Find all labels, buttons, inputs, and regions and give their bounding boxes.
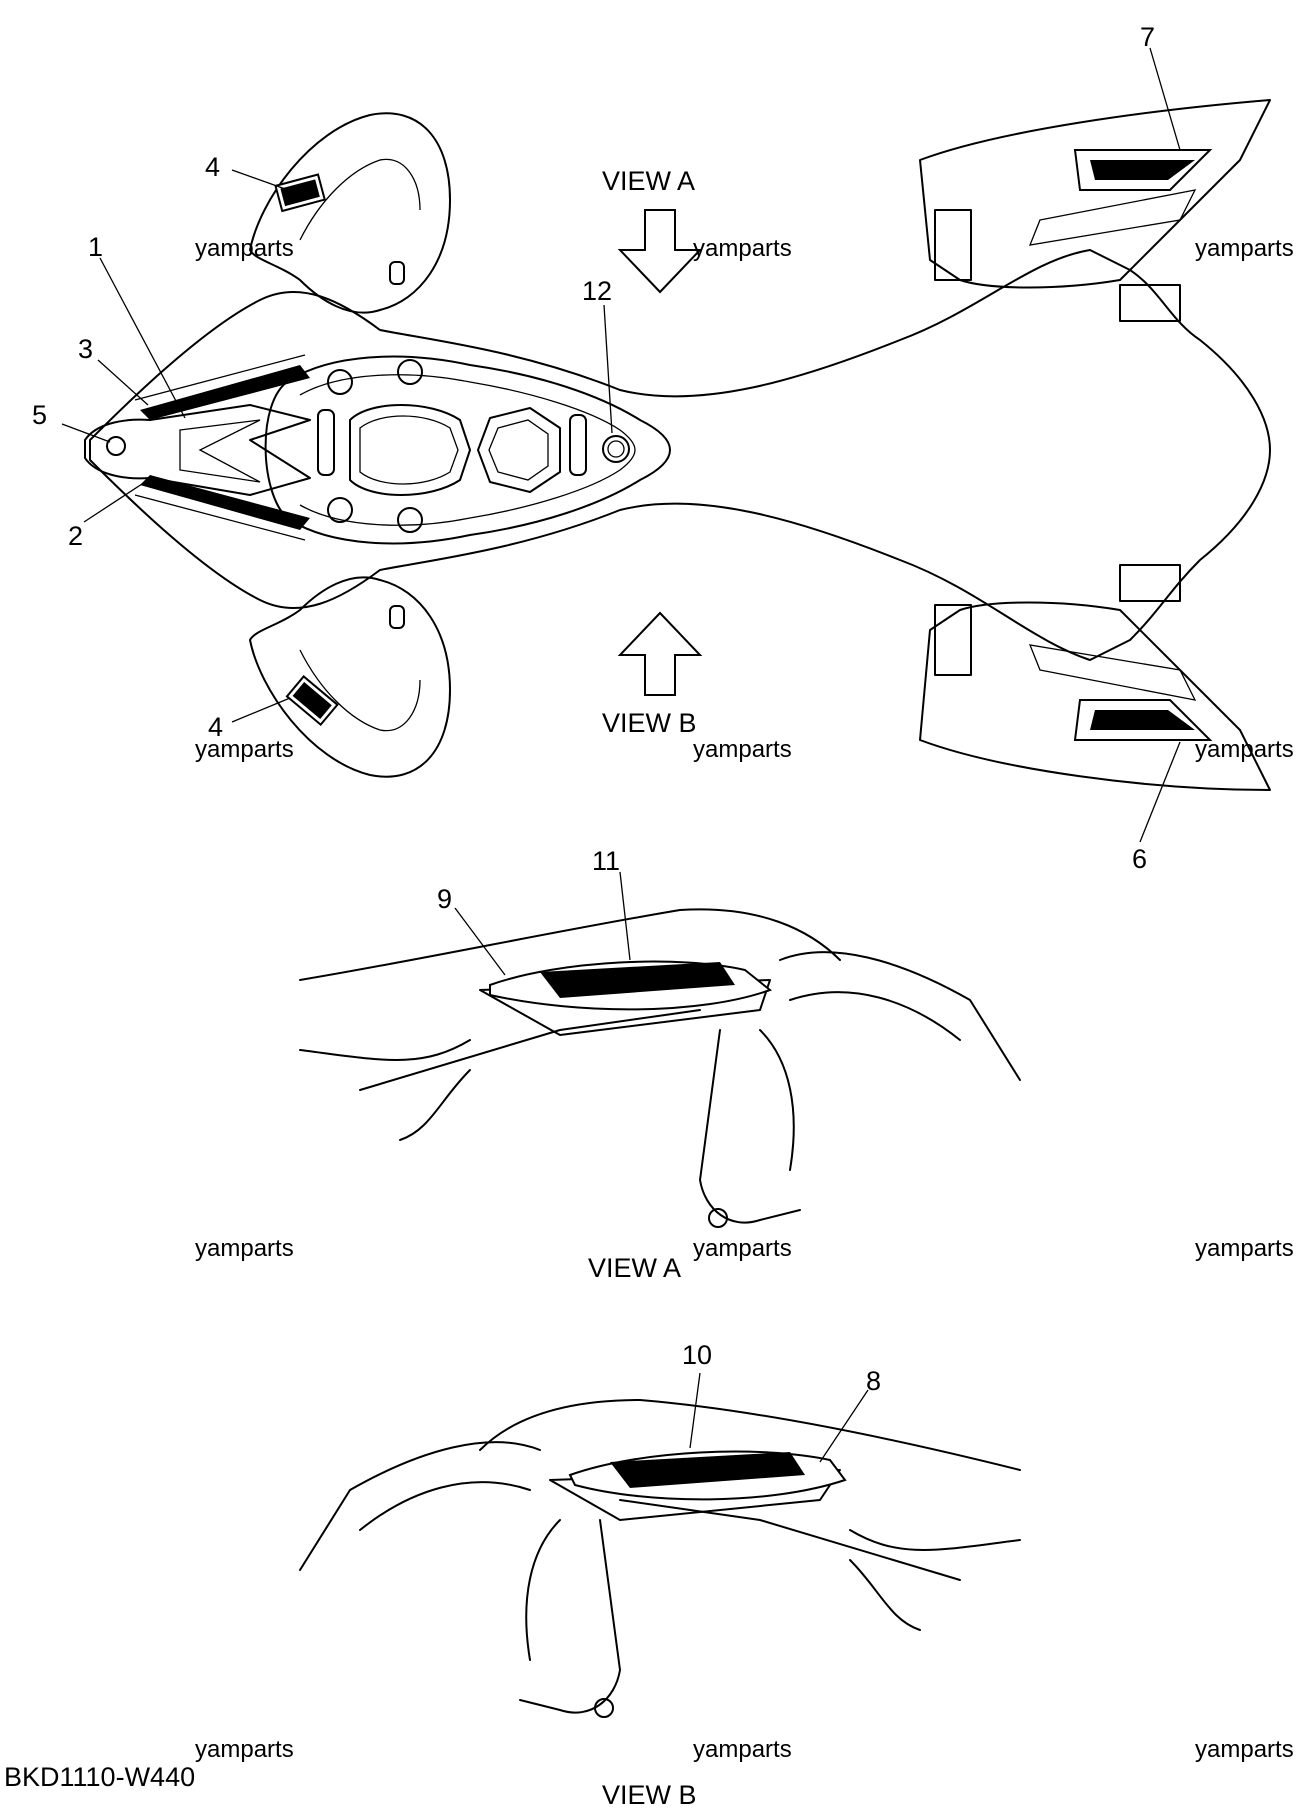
view-a-drawing <box>299 871 1021 1228</box>
watermark: yamparts <box>1195 736 1294 763</box>
watermark: yamparts <box>1195 235 1294 262</box>
watermark: yamparts <box>693 1235 792 1262</box>
drawing-code: BKD1110-W440 <box>4 1762 195 1792</box>
watermark: yamparts <box>195 235 294 262</box>
callout-11: 11 <box>592 846 620 876</box>
callout-2: 2 <box>68 521 83 551</box>
callout-9: 9 <box>437 884 452 914</box>
callout-7: 7 <box>1140 22 1155 52</box>
watermark: yamparts <box>693 736 792 763</box>
view-b-drawing <box>299 1372 1021 1718</box>
callout-1: 1 <box>88 232 103 262</box>
callout-6: 6 <box>1132 844 1147 874</box>
view-a-caption: VIEW A <box>588 1253 681 1283</box>
watermark: yamparts <box>195 1235 294 1262</box>
watermark: yamparts <box>1195 1736 1294 1763</box>
watermark: yamparts <box>693 1736 792 1763</box>
watermark: yamparts <box>195 736 294 763</box>
callout-5: 5 <box>32 400 47 430</box>
callout-10: 10 <box>682 1340 712 1370</box>
callout-4-lower: 4 <box>208 712 223 742</box>
callout-3: 3 <box>78 334 93 364</box>
callout-8: 8 <box>866 1366 881 1396</box>
view-b-arrow-label: VIEW B <box>602 708 697 738</box>
watermark: yamparts <box>1195 1235 1294 1262</box>
callout-4-upper: 4 <box>205 152 220 182</box>
view-b-caption: VIEW B <box>602 1780 697 1810</box>
watermark: yamparts <box>195 1736 294 1763</box>
view-a-arrow-label: VIEW A <box>602 166 695 196</box>
top-view-drawing <box>61 47 1271 843</box>
watermark: yamparts <box>693 235 792 262</box>
callout-12: 12 <box>582 276 612 306</box>
